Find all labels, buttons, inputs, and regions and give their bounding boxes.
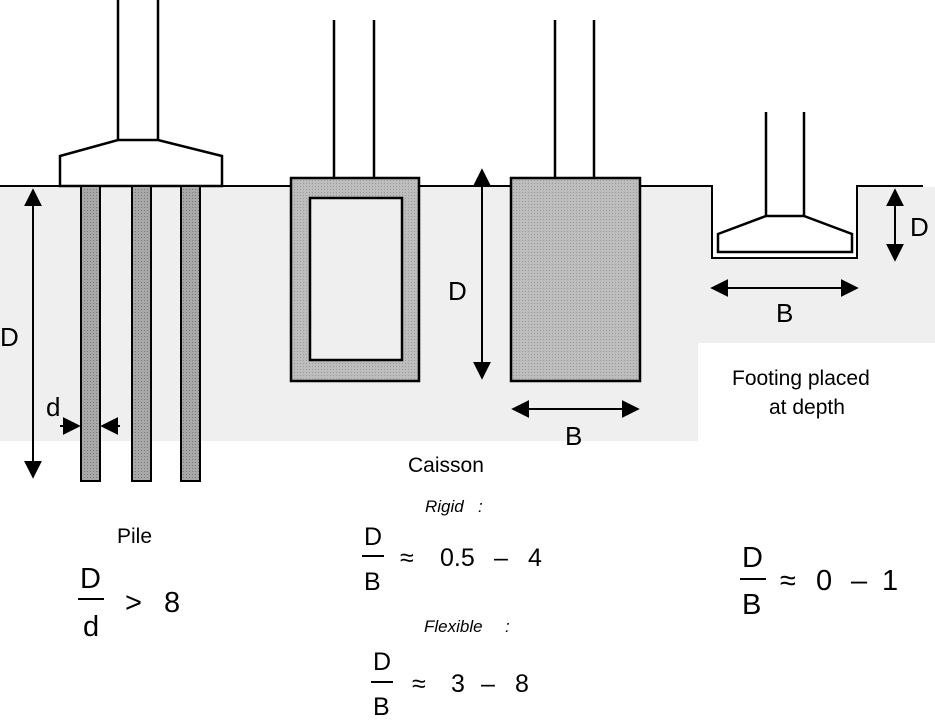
pile-ratio-relation: > — [125, 587, 142, 619]
footing-ratio-dash: – — [851, 565, 868, 597]
caisson-rigid-high: 4 — [528, 544, 542, 572]
caisson-flexible-low: 3 — [451, 670, 465, 698]
footing-caption-line2: at depth — [769, 396, 845, 419]
caisson-rigid-numerator: D — [364, 523, 382, 551]
caisson-solid-body — [509, 176, 642, 383]
footing-column — [764, 112, 806, 216]
caisson-hollow-wall — [289, 176, 421, 383]
pile-foundation: D d — [0, 0, 224, 482]
footing-ratio: D B ≈ 0 – 1 — [740, 542, 898, 621]
caisson-flexible-numerator: D — [373, 648, 391, 676]
caisson-flexible-denominator: B — [373, 693, 390, 719]
caisson-hollow-column — [332, 20, 376, 178]
ground-region — [0, 187, 935, 441]
footing-ratio-denominator: B — [742, 589, 761, 621]
caisson-hollow — [289, 20, 421, 383]
pile-shaft-3 — [180, 185, 201, 482]
footing-caption-line1: Footing placed — [732, 367, 870, 390]
pile-diameter-label: d — [46, 392, 60, 422]
pile-caption: Pile — [117, 525, 152, 548]
footing-ratio-numerator: D — [742, 542, 763, 574]
footing-base — [716, 214, 854, 254]
caisson-flexible: Flexible : D B ≈ 3 – 8 — [371, 617, 529, 721]
pile-ratio-numerator: D — [80, 563, 101, 595]
caisson-flexible-dash: – — [481, 670, 495, 698]
pile-column — [116, 0, 160, 140]
footing-ratio-relation: ≈ — [780, 565, 796, 597]
caisson-rigid-denominator: B — [364, 568, 381, 596]
pile-shaft-1 — [80, 185, 101, 482]
footing-at-depth: D B Footing placed at depth — [710, 112, 929, 419]
pile-ratio-denominator: d — [83, 611, 99, 643]
caisson-caption: Caisson — [408, 454, 484, 477]
caisson-rigid-dash: – — [494, 544, 508, 572]
pile-cap — [58, 138, 224, 188]
caisson-flexible-high: 8 — [515, 670, 529, 698]
footing-ratio-high: 1 — [882, 565, 898, 597]
footing-depth-label: D — [910, 212, 929, 242]
caisson-flexible-label: Flexible — [424, 617, 483, 636]
caisson-rigid-low: 0.5 — [440, 544, 475, 572]
caisson-solid-column — [553, 20, 596, 178]
caisson-rigid: Rigid : D B ≈ 0.5 – 4 — [362, 497, 542, 596]
pile-ratio: D d > 8 — [78, 563, 180, 643]
pile-depth-label: D — [0, 322, 19, 352]
caisson-depth-label: D — [448, 276, 467, 306]
caisson-rigid-suffix: : — [478, 497, 483, 516]
caisson-rigid-label: Rigid — [425, 497, 464, 516]
pile-ratio-value: 8 — [164, 587, 180, 619]
footing-width-label: B — [776, 298, 793, 328]
caisson-width-label: B — [565, 421, 582, 451]
footing-ratio-low: 0 — [816, 565, 832, 597]
caisson-flexible-relation: ≈ — [412, 670, 426, 698]
caisson-rigid-relation: ≈ — [400, 544, 414, 572]
caisson-solid: D B — [448, 20, 642, 451]
caisson-flexible-suffix: : — [505, 617, 510, 636]
pile-shaft-2 — [131, 185, 152, 482]
